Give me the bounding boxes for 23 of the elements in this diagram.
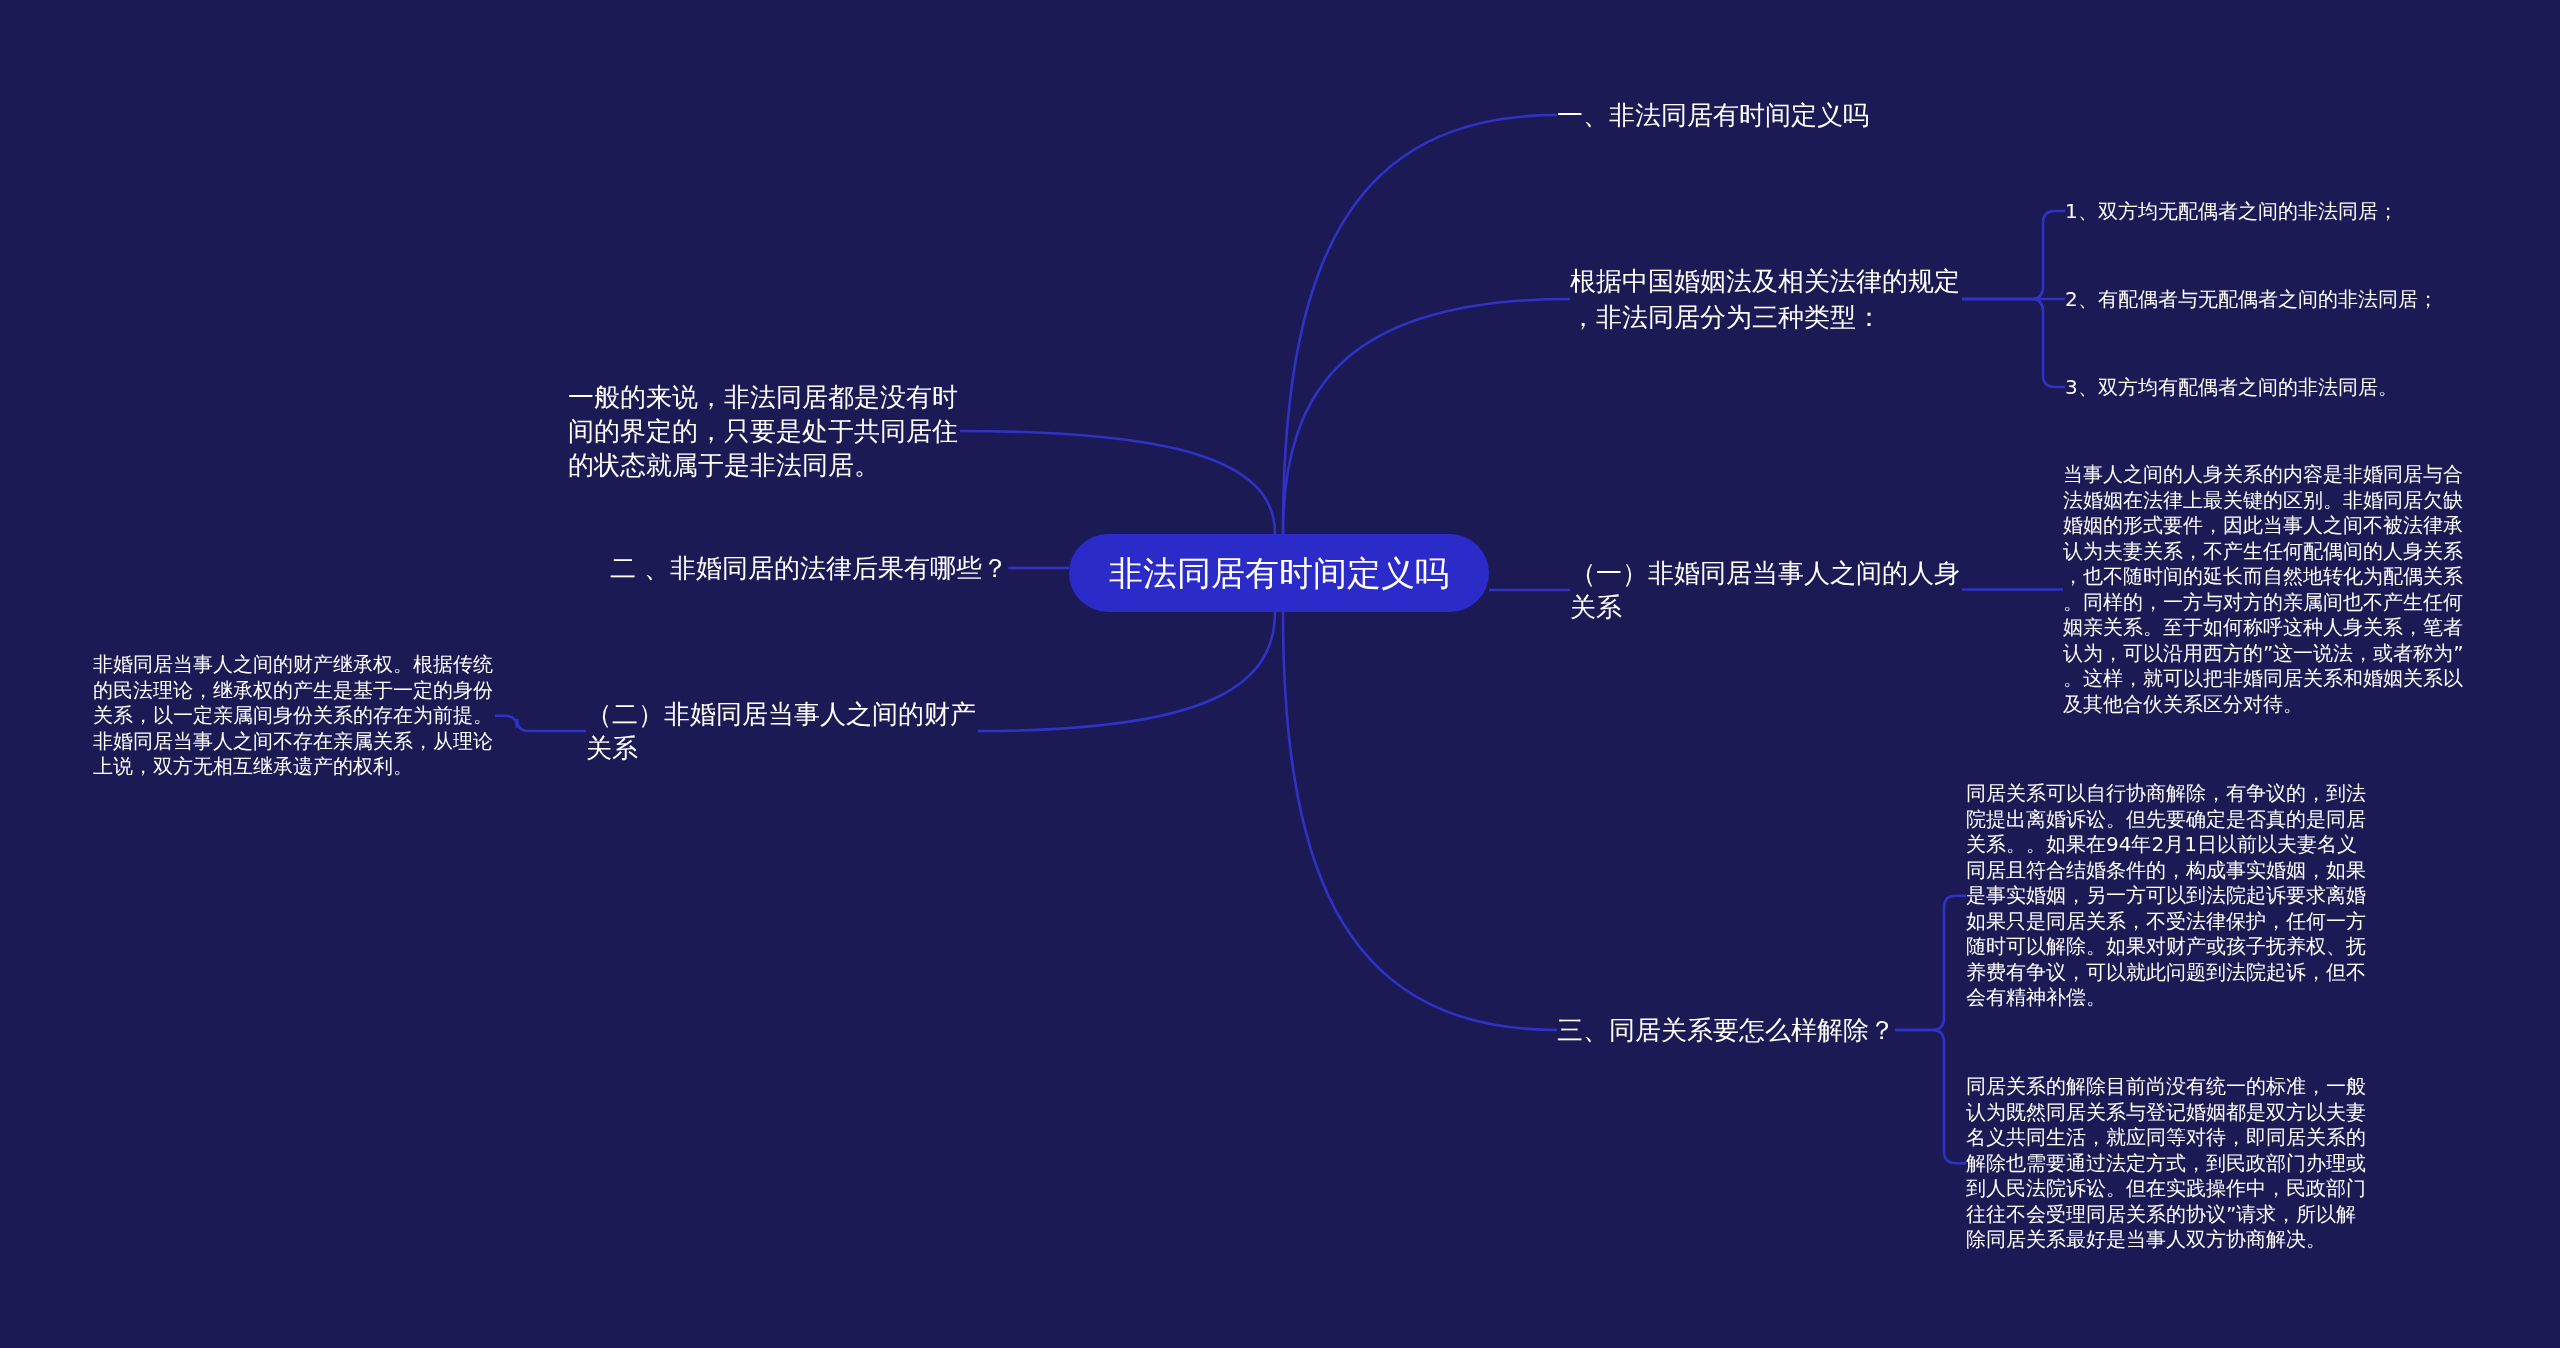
connector-line xyxy=(1962,588,2063,591)
topic-text: 一般的来说，非法同居都是没有时间的界定的，只要是处于共同居住的状态就属于是非法同居。 xyxy=(568,380,960,482)
topic-text: 根据中国婚姻法及相关法律的规定，非法同居分为三种类型： xyxy=(1570,263,1962,335)
topic-text: 二 、非婚同居的法律后果有哪些？ xyxy=(610,551,1009,585)
topic-text: 三、同居关系要怎么样解除？ xyxy=(1557,1013,1895,1047)
topic-text: 一、非法同居有时间定义吗 xyxy=(1557,98,1869,132)
connector-line xyxy=(1281,297,1571,535)
detail-text: 同居关系可以自行协商解除，有争议的，到法院提出离婚诉讼。但先要确定是否真的是同居关系。。如果在94年2月1日以前以夫妻名义同居且符合结婚条件的，构成事实婚姻，如果是事实婚姻，另一方可以到法院起诉要求离婚如果只是同居关系，不受法律保护，任何一方随时可以解除。如果对财产或孩子抚养权、抚养费有争议，可以就此问题到法院起诉，但不会有精神补偿。 xyxy=(1966,781,2368,1011)
bracket-line xyxy=(495,714,586,733)
connector-line xyxy=(977,611,1277,733)
topic-text: （一）非婚同居当事人之间的人身关系 xyxy=(1570,556,1962,624)
connector-line xyxy=(1008,566,1069,570)
detail-text: 非婚同居当事人之间的财产继承权。根据传统的民法理论，继承权的产生是基于一定的身份关系，以一定亲属间身份关系的存在为前提。非婚同居当事人之间不存在亲属关系，从理论上说，双方无相互继承遗产的权利。 xyxy=(93,652,495,780)
connector-line xyxy=(960,429,1277,535)
list-item-text: 2、有配偶者与无配偶者之间的非法同居； xyxy=(2065,286,2438,312)
list-item-text: 1、双方均无配偶者之间的非法同居； xyxy=(2065,198,2398,224)
topic-text: （二）非婚同居当事人之间的财产关系 xyxy=(586,697,978,765)
connector-line xyxy=(1489,588,1570,592)
detail-text: 当事人之间的人身关系的内容是非婚同居与合法婚姻在法律上最关键的区别。非婚同居欠缺婚姻的形式要件，因此当事人之间不被法律承认为夫妻关系，不产生任何配偶间的人身关系，也不随时间的延长而自然地转化为配偶关系。同样的，一方与对方的亲属间也不产生任何姻亲关系。至于如何称呼这种人身关系，笔者认为，可以沿用西方的”这一说法，或者称为”。这样，就可以把非婚同居关系和婚姻关系以及其他合伙关系区分对待。 xyxy=(2063,462,2465,717)
central-topic: 非法同居有时间定义吗 xyxy=(1069,534,1489,612)
list-item-text: 3、双方均有配偶者之间的非法同居。 xyxy=(2065,374,2398,400)
detail-text: 同居关系的解除目前尚没有统一的标准，一般认为既然同居关系与登记婚姻都是双方以夫妻名义共同生活，就应同等对待，即同居关系的解除也需要通过法定方式，到民政部门办理或到人民法院诉讼。但在实践操作中，民政部门往往不会受理同居关系的协议”请求，所以解除同居关系最好是当事人双方协商解决。 xyxy=(1966,1074,2368,1253)
connector-line xyxy=(1281,611,1558,1032)
